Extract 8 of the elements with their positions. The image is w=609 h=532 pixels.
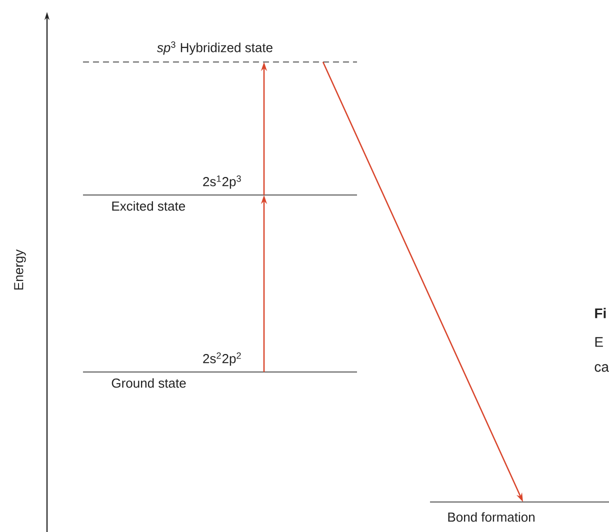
caption-fragment: Fi <box>595 308 606 318</box>
energy-level: sp$^{3}$ Hybridized state <box>82 41 358 62</box>
axis-label: Energy <box>14 249 26 290</box>
energy-level: Bond formation <box>430 502 609 522</box>
energy-level: 2s$^{1}$2p$^{3}$ Excited state <box>82 175 358 211</box>
caption-fragment: ca <box>594 364 609 372</box>
energy-level: 2s$^{2}$2p$^{2}$ Ground state <box>82 352 358 388</box>
caption-fragment: E <box>595 337 603 347</box>
